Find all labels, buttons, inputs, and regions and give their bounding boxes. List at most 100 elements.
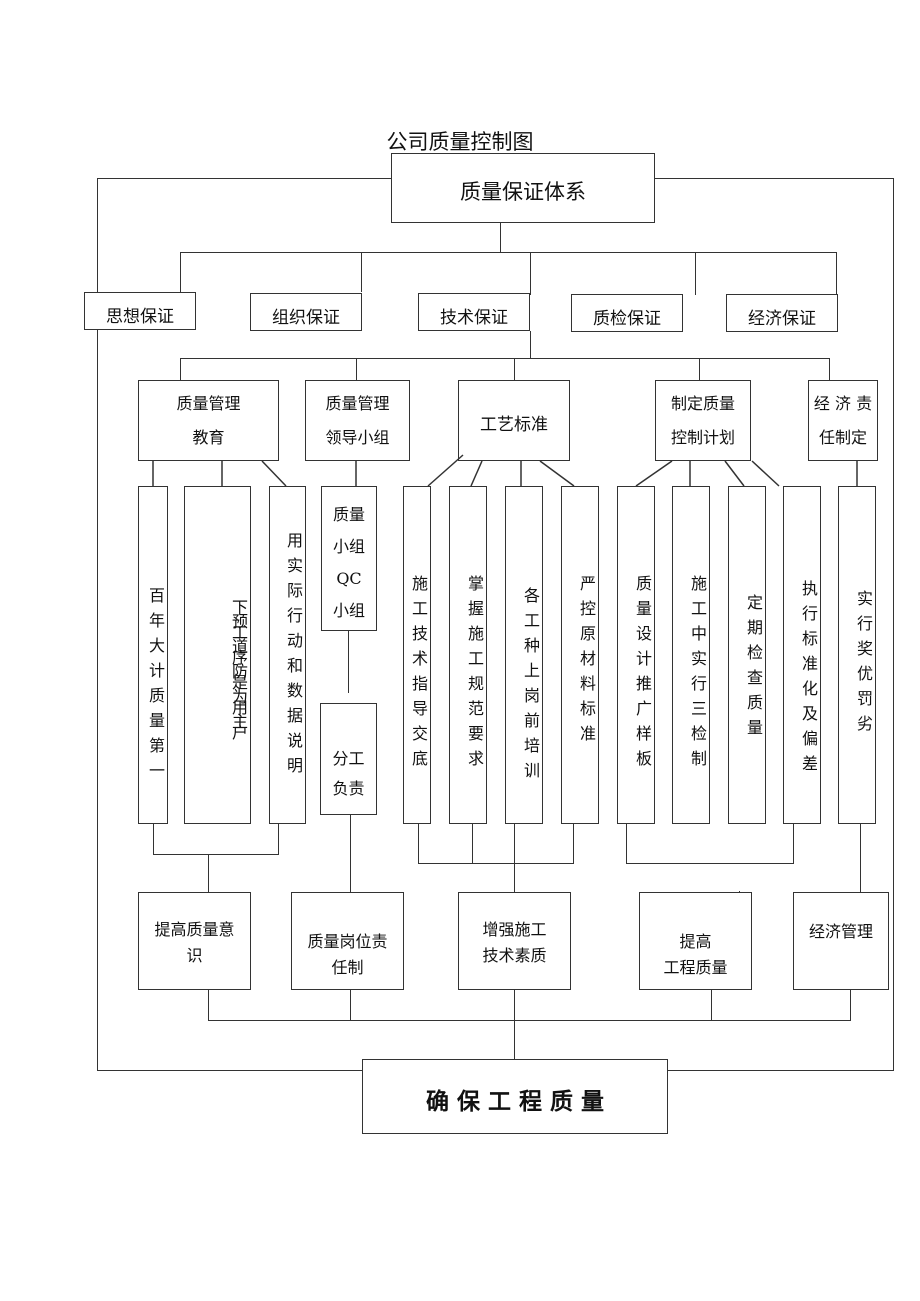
connector [350,990,351,1020]
column-text: 各工种上岗前培训 [521,587,540,787]
column-sample-promotion: 质量设计推广样板 [617,486,655,824]
connector [208,1020,851,1021]
qc-group: 质量 小组 QC 小组 [321,486,377,631]
guarantee-technical: 技术保证 [418,293,530,331]
column-actions-data: 用实际行动和数据说明 [269,486,306,824]
connector [836,252,837,295]
division-of-responsibility: 分工 负责 [320,703,377,815]
column-tech-briefing: 施工技术指导交底 [403,486,431,824]
root-quality-assurance-system: 质量保证体系 [391,153,655,223]
column-text: 预道防为主 [229,612,248,738]
improve-project-quality: 提高 工程质量 [639,892,752,990]
column-text: 定期检查质量 [744,594,763,744]
frame-left-line [97,178,98,1070]
division-label: 分工 负责 [332,749,365,798]
connector [635,460,673,487]
connector [573,824,574,863]
box-label: 制定质量 控制计划 [670,394,735,447]
box-label: 经 济 责 任制定 [813,394,873,447]
column-text: 掌握施工规范要求 [465,575,484,775]
raise-quality-awareness: 提高质量意 识 [138,892,251,990]
connector [514,358,515,381]
connector [711,990,712,1020]
ensure-project-quality: 确 保 工 程 质 量 [362,1059,668,1134]
frame-top-right-line [654,178,894,179]
column-text: 施工技术指导交底 [409,575,428,775]
connector [180,358,830,359]
bottom-label: 提高 工程质量 [663,932,728,977]
process-standards: 工艺标准 [458,380,570,461]
quality-control-plan: 制定质量 控制计划 [655,380,751,461]
guarantee-label: 思想保证 [106,307,174,327]
box-label: 工艺标准 [480,415,548,435]
connector [530,331,531,358]
connector [350,815,351,892]
bottom-label: 质量岗位责 任制 [307,932,388,977]
connector [278,824,279,854]
connector [626,863,794,864]
connector [472,824,473,863]
column-rewards-penalties: 实行奖优罚劣 [838,486,876,824]
connector [699,358,700,381]
connector [850,990,851,1020]
column-construction-codes: 掌握施工规范要求 [449,486,487,824]
connector [626,824,627,863]
connector [860,824,861,892]
quality-management-leading-group: 质量管理 领导小组 [305,380,410,461]
bottom-label: 经济管理 [808,922,873,941]
column-century-plan: 百年大计质量第一 [138,486,168,824]
connector [348,631,349,693]
connector [539,460,575,487]
column-text: 下工序是用户 [229,599,248,749]
connector [418,824,419,863]
connector [356,358,357,381]
quality-management-education: 质量管理 教育 [138,380,279,461]
connector [180,358,181,381]
bottom-label: 提高质量意 识 [154,920,235,965]
frame-right-line [893,178,894,1070]
page-title: 公司质量控制图 [386,130,534,154]
connector [261,460,287,487]
guarantee-label: 组织保证 [272,308,340,328]
frame-top-left-line [97,178,391,179]
root-label: 质量保证体系 [460,180,586,204]
column-periodic-inspection: 定期检查质量 [728,486,766,824]
column-three-inspections: 施工中实行三检制 [672,486,710,824]
economic-responsibility: 经 济 责 任制定 [808,380,878,461]
box-label: 质量管理 教育 [176,394,241,447]
connector [153,854,279,855]
column-pre-job-training: 各工种上岗前培训 [505,486,543,824]
guarantee-label: 质检保证 [593,309,661,329]
guarantee-organizational: 组织保证 [250,293,362,331]
column-text: 实行奖优罚劣 [854,590,873,740]
technical-skills: 增强施工 技术素质 [458,892,571,990]
connector [514,990,515,1060]
connector [208,990,209,1020]
column-text: 质量设计推广样板 [633,575,652,775]
connector [418,863,574,864]
column-material-standards: 严控原材料标准 [561,486,599,824]
connector [829,358,830,381]
economic-management: 经济管理 [793,892,889,990]
connector [361,252,362,292]
connector [470,460,483,487]
quality-post-responsibility: 质量岗位责 任制 [291,892,404,990]
connector [793,824,794,863]
connector [180,252,181,292]
connector [208,854,209,892]
connector [695,252,696,295]
guarantee-ideological: 思想保证 [84,292,196,330]
bottom-label: 增强施工 技术素质 [482,920,547,965]
final-label: 确 保 工 程 质 量 [425,1089,605,1115]
column-text: 百年大计质量第一 [146,587,165,787]
column-text: 用实际行动和数据说明 [284,532,303,782]
frame-bottom-left-line [97,1070,363,1071]
connector [514,824,515,892]
connector [530,252,531,295]
box-label: 质量管理 领导小组 [325,394,390,447]
qc-label: 质量 小组 QC 小组 [332,505,365,620]
connector [180,252,836,253]
column-text: 执行标准化及偏差 [799,580,818,780]
column-text: 严控原材料标准 [577,574,596,750]
column-prevention-customer: 预道防为主 下工序是用户 [184,486,251,824]
